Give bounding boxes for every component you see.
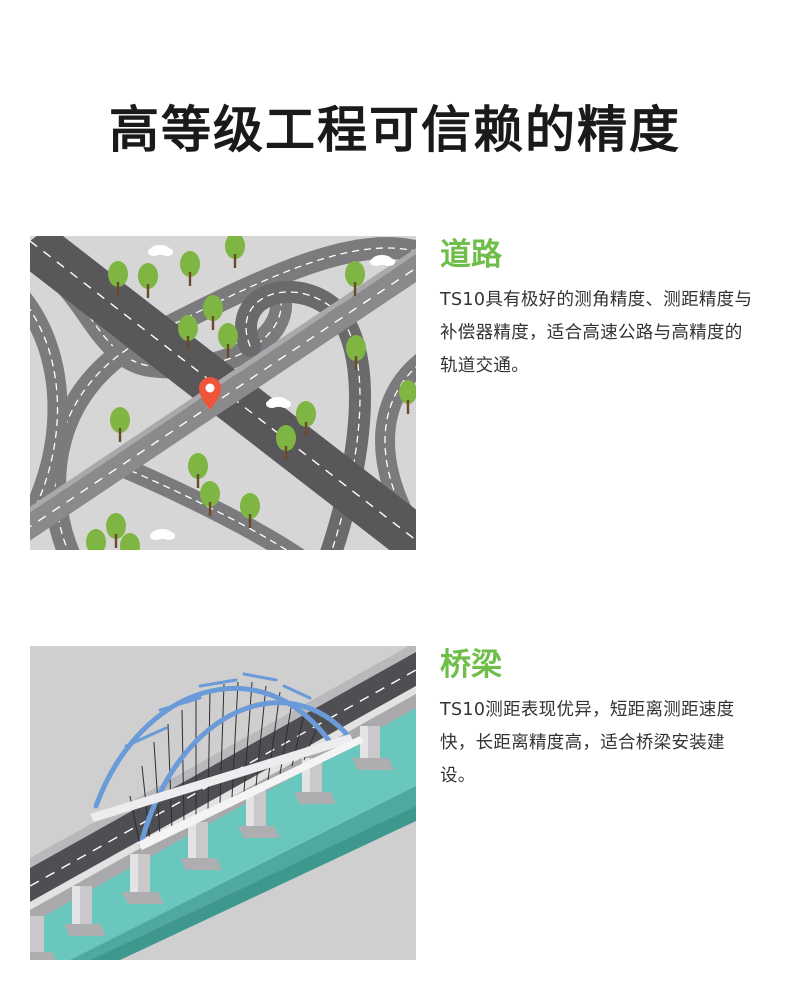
location-pin-icon [199,377,221,410]
bridge-section-heading: 桥梁 [440,647,502,683]
bridge-section-body: TS10测距表现优异，短距离测距速度快，长距离精度高，适合桥梁安装建设。 [440,700,735,786]
page-title: 高等级工程可信赖的精度 [109,101,681,159]
road-section: 道路 TS10具有极好的测角精度、测距精度与补偿器精度，适合高速公路与高精度的轨… [440,234,760,383]
road-section-heading: 道路 [440,237,502,273]
bridge-section: 桥梁 TS10测距表现优异，短距离测距速度快，长距离精度高，适合桥梁安装建设。 [440,644,760,793]
road-section-body: TS10具有极好的测角精度、测距精度与补偿器精度，适合高速公路与高精度的轨道交通… [440,290,753,376]
arch-bridge-illustration [30,646,416,960]
highway-interchange-illustration [30,236,416,550]
